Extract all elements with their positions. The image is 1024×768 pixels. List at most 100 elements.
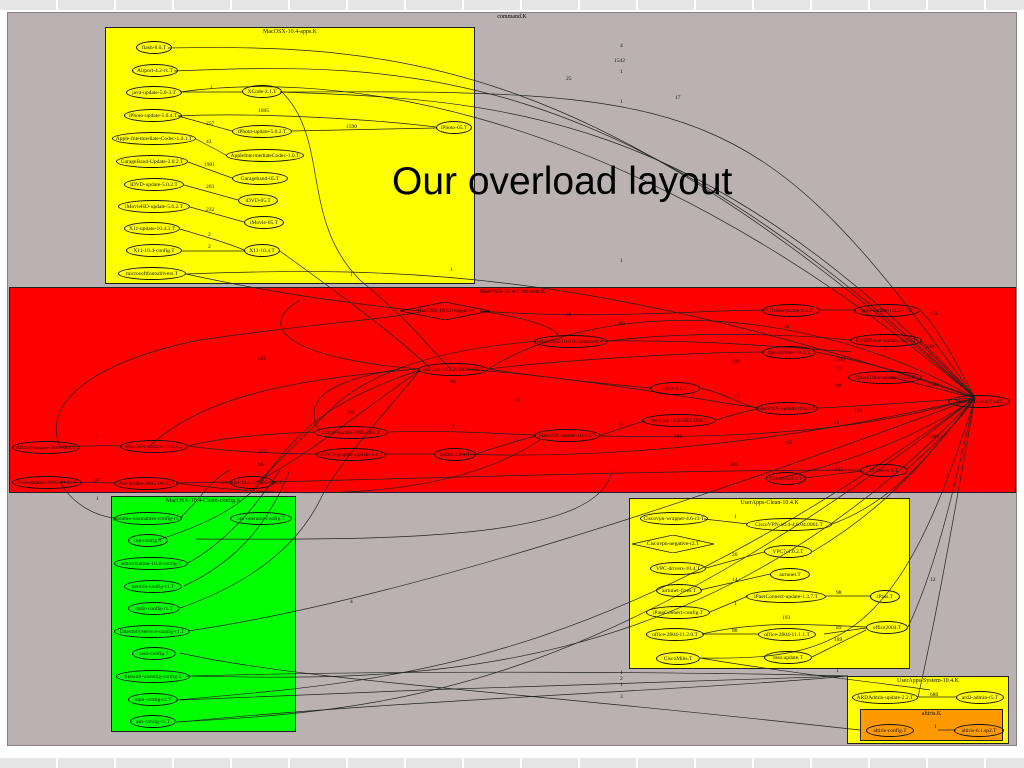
node-office-update2[interactable]: office-2004-11.1.1.T bbox=[758, 628, 816, 641]
node-itunes[interactable]: iTunes-6.0.1.T bbox=[766, 472, 806, 485]
node-macosx-update3[interactable]: MacOSX-update-10.4.2.T bbox=[534, 429, 600, 442]
node-ipass-config[interactable]: iPassConnect-config.T bbox=[646, 606, 710, 619]
edge-label: 89 bbox=[836, 625, 842, 631]
edge bbox=[271, 469, 861, 483]
node-airtunet[interactable]: airtunet.T bbox=[770, 568, 810, 581]
node-x11-update[interactable]: X11-update-10.4.3.T bbox=[124, 222, 180, 235]
node-x11-config[interactable]: X11-10.4-config.T bbox=[126, 244, 182, 257]
node-altiris-config[interactable]: altiris-config.T bbox=[866, 724, 914, 737]
node-secupd2[interactable]: SecUpd-10.4-2005-006.T bbox=[642, 414, 716, 427]
node-vpc[interactable]: VPC7-1.0.2.T bbox=[764, 545, 812, 558]
node-iphoto-update2[interactable]: iPhoto-update-5.0.2.T bbox=[232, 125, 292, 138]
edge-label: 151 bbox=[930, 311, 939, 317]
edge-label: 1590 bbox=[346, 124, 357, 130]
node-imovie-update[interactable]: iMovieHD-update-5.0.2.T bbox=[118, 200, 190, 213]
node-itunes-update[interactable]: iTunes-6.0.T bbox=[860, 464, 908, 477]
node-java-update2[interactable]: java-update-1.4.2-10.T bbox=[854, 304, 920, 317]
node-airport[interactable]: Airport-4.2-r1.T bbox=[132, 64, 178, 77]
node-macosx-update2[interactable]: MacOSX-update-10.4.1.T bbox=[756, 402, 818, 415]
cluster-apps-title: MacOSX-10.4-apps.K bbox=[263, 29, 317, 35]
node-office-update[interactable]: office-2004-11.2.0.T bbox=[646, 628, 704, 641]
edge-label: 1 bbox=[260, 296, 263, 302]
node-vpc-drivers[interactable]: VPC-drivers-10.4.T bbox=[650, 562, 706, 575]
node-secupd3[interactable]: SecUpd-10.4.2-2005-006.T bbox=[222, 476, 282, 489]
node-x11[interactable]: X11-10.4.T bbox=[244, 244, 280, 257]
edge-label: 1425 bbox=[832, 467, 843, 473]
node-ifixit[interactable]: ifixit-1.1.T bbox=[650, 382, 700, 395]
node-ard-admin[interactable]: ard2-admin-r5.T bbox=[956, 691, 1004, 704]
node-itunes-phone[interactable]: iTunes-phone-1.0.T bbox=[762, 304, 820, 317]
node-msn-update[interactable]: msn.update.T bbox=[764, 651, 812, 664]
edge bbox=[487, 368, 651, 389]
node-xcode[interactable]: XCode-2.1.T bbox=[242, 85, 282, 98]
node-macosx-update[interactable]: MacOSX-update-10.4.3.T bbox=[120, 440, 188, 453]
node-ipod-updater[interactable]: iPod-updater-2005-09-23.T bbox=[12, 476, 82, 489]
node-flash[interactable]: flash-8.0.T bbox=[136, 41, 172, 54]
node-authorization[interactable]: authorization-10.4-config.T bbox=[114, 557, 188, 570]
edge-label: 1 bbox=[350, 272, 353, 278]
node-ntp-config[interactable]: ntp-config.T bbox=[128, 534, 168, 547]
node-ciscovpn[interactable]: CiscoVPN-10.4-4.6.04.0061.T bbox=[746, 518, 832, 531]
node-safari[interactable]: Safari-2.0.1.T bbox=[434, 448, 476, 461]
node-firewall[interactable]: firewall-warning-config.T bbox=[116, 670, 190, 683]
node-airport-update[interactable]: Airport-update-2005-001.T bbox=[12, 441, 80, 454]
node-dvdplayer[interactable]: DVDPlayer-update-4.6.1.T bbox=[850, 334, 922, 347]
edge bbox=[175, 481, 233, 484]
edge bbox=[195, 469, 613, 540]
edge-label: 232 bbox=[206, 207, 215, 213]
node-ciscovpn-wrapper[interactable]: Ciscovpn-wrapper-4.6-r3-T bbox=[640, 512, 708, 525]
node-imovie[interactable]: iMovie-05.T bbox=[244, 216, 284, 229]
node-mini[interactable]: mini-config-r2.T bbox=[128, 693, 178, 706]
node-garageband[interactable]: Garageband-05.T bbox=[232, 172, 288, 185]
node-ipod-update[interactable]: iPod-update-2005-09-23.T bbox=[114, 477, 178, 490]
edge bbox=[607, 334, 853, 342]
node-garageband-update[interactable]: GarageBand-Update-2.0.2.T bbox=[116, 155, 188, 168]
edge-label: 18 bbox=[514, 398, 520, 404]
node-hdvd-graphic[interactable]: HDVD-graphic-update-1.0.T bbox=[316, 448, 386, 461]
edge bbox=[479, 309, 769, 316]
edge bbox=[179, 86, 976, 399]
node-idvd-update[interactable]: iDVD-update-5.0.2.T bbox=[124, 178, 184, 191]
edge-label: 225 bbox=[258, 356, 267, 362]
node-portable-hostnames[interactable]: portable-hostnames-config-r1.T bbox=[113, 512, 183, 525]
node-ssh[interactable]: ssh-config-r1.T bbox=[130, 715, 176, 728]
node-altiris[interactable]: altiris-6.1.sp2.T bbox=[954, 724, 1004, 737]
node-qt-update[interactable]: QuickTime-update-7.0.3.T bbox=[848, 371, 922, 384]
node-secupd1[interactable]: SecUpd-10.4.2-2005-003.T bbox=[418, 363, 488, 376]
node-our-operator[interactable]: our-operator-config.T bbox=[230, 512, 292, 525]
node-ciscomibs[interactable]: CiscoMibs.T bbox=[656, 652, 700, 665]
node-macosx-combined[interactable]: MacOSX-10.4.0-combined.T bbox=[534, 335, 608, 348]
node-idvd[interactable]: iDVD-05.T bbox=[238, 194, 278, 207]
node-ipass[interactable]: iPass.T bbox=[870, 590, 900, 603]
node-java-update[interactable]: java-update-5.0-3.T bbox=[126, 86, 182, 99]
edge bbox=[189, 206, 245, 223]
edge bbox=[281, 91, 976, 399]
node-ipass-update[interactable]: iPassConnect-update-1.3.7.T bbox=[746, 590, 826, 603]
node-directoryservice[interactable]: DirectoryService-config-r1.T bbox=[114, 625, 190, 638]
edge-label: 1 bbox=[620, 682, 623, 688]
node-apple-codec2[interactable]: AppleIntermediateCodec-1.0.T bbox=[226, 149, 304, 162]
node-dsdir[interactable]: dsdir-config-r1.T bbox=[128, 602, 180, 615]
node-airtunet-fixes[interactable]: airtunet-fixes.T bbox=[656, 584, 702, 597]
edge-label: 21 bbox=[834, 420, 840, 426]
node-airvue[interactable]: airvue-update-2005-001.T bbox=[314, 426, 388, 439]
edge bbox=[280, 299, 421, 370]
node-ciscovpn-negative[interactable]: Ciscovpn-negative-r2.T bbox=[632, 535, 714, 553]
node-netinfo[interactable]: netinfo-config-r1.T bbox=[124, 580, 182, 593]
node-macosx-negative[interactable]: MacOSX-10.4.0-negative bbox=[400, 302, 490, 320]
node-xsnl[interactable]: xsnl-config.T bbox=[132, 647, 176, 660]
node-iphoto-update[interactable]: iPhoto-update-5.0.4.T bbox=[124, 109, 182, 122]
node-office[interactable]: office2004.T bbox=[866, 621, 908, 634]
edge bbox=[179, 652, 861, 731]
node-apple-codec[interactable]: Apple-Intermediate-Codec-1.0.1.T bbox=[112, 132, 196, 145]
edge-label: 1 bbox=[934, 724, 937, 730]
overlay-caption: Our overload layout bbox=[392, 160, 733, 203]
edge bbox=[175, 397, 976, 701]
node-msfonts[interactable]: microsoftfontsdrivers.T bbox=[118, 267, 186, 280]
node-ardadmin-update[interactable]: ARDAdmin-update-2.2.T bbox=[852, 691, 918, 704]
node-macosx-final[interactable]: MacOSX-10.4-finalT bbox=[948, 395, 1010, 408]
edge-label: 203 bbox=[206, 184, 215, 190]
edge-label: 44 bbox=[784, 324, 790, 330]
node-quicktime[interactable]: QuickTime-7.0.3.T bbox=[762, 346, 816, 359]
node-iphoto[interactable]: iPhoto-05.T bbox=[436, 121, 472, 134]
